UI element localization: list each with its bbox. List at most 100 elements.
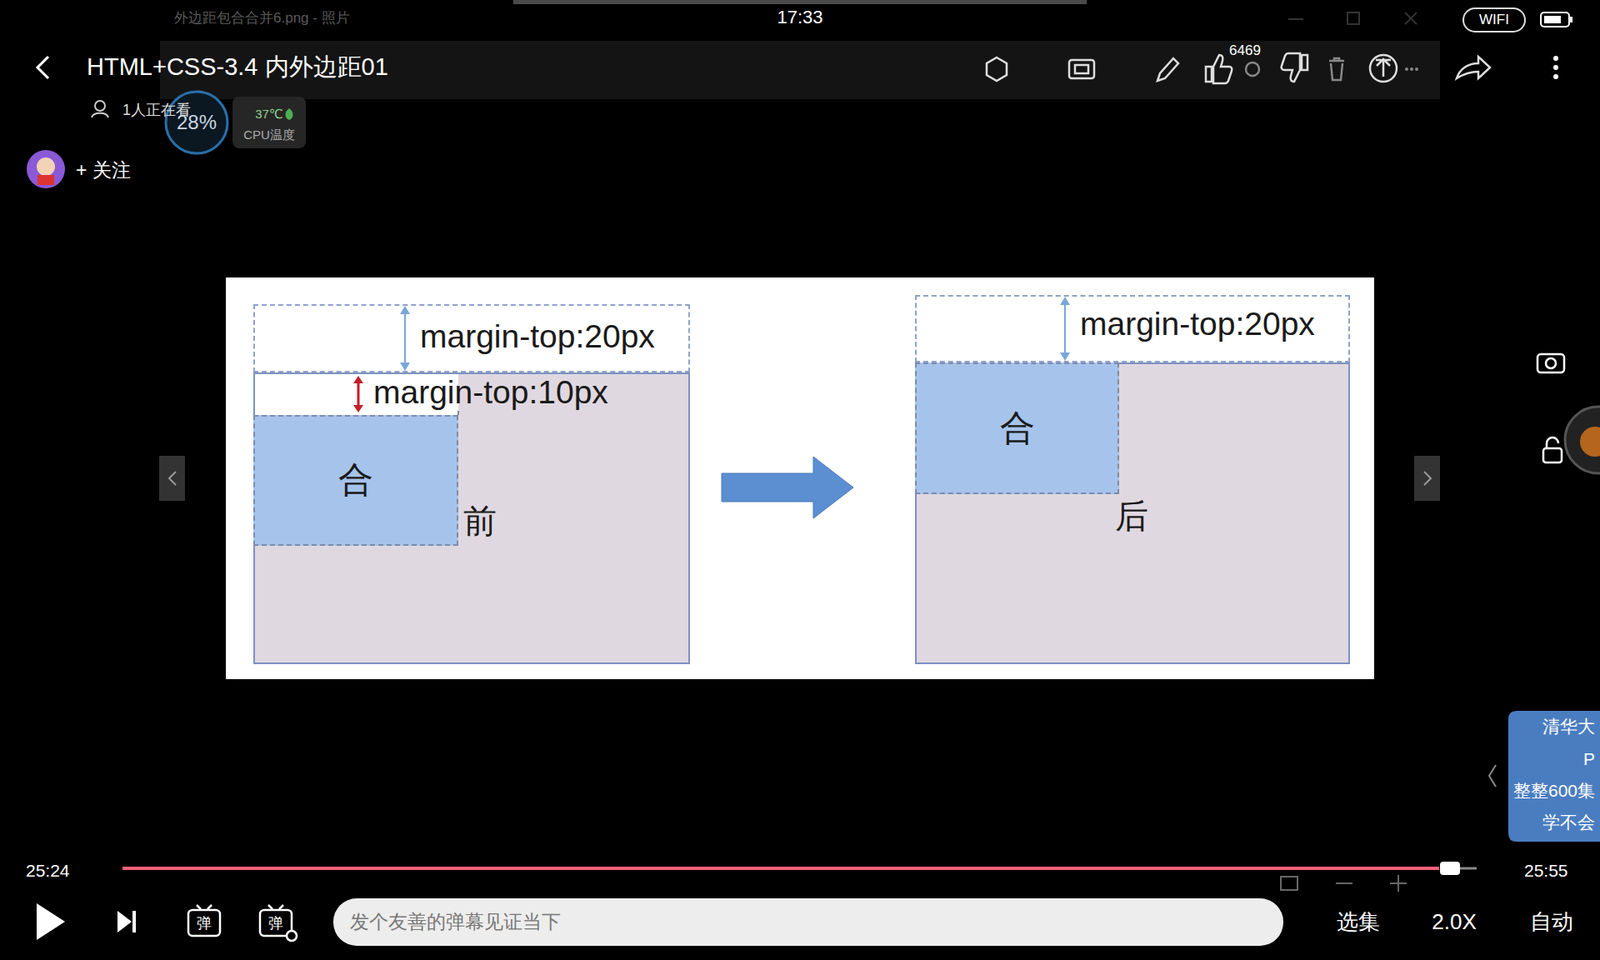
cpu-temp-caption: CPU温度	[243, 127, 295, 142]
promo-text: P	[1583, 749, 1595, 770]
viewer-body	[91, 113, 109, 118]
state-label: 前	[463, 501, 497, 540]
danmaku-toggle	[188, 910, 220, 936]
child-margin-arrow	[353, 375, 364, 413]
arrow-head	[400, 362, 410, 371]
arrow-head	[1060, 352, 1070, 361]
margin-arrow-line	[1064, 299, 1066, 359]
promo-text: 学不会	[1542, 812, 1595, 833]
arrow-head	[353, 375, 364, 384]
parent-box: 后合	[915, 362, 1350, 665]
lock-shackle	[1546, 437, 1559, 449]
margin-area: margin-top:20px	[253, 304, 690, 373]
danmaku-icons	[188, 905, 297, 941]
viewer-head	[95, 100, 105, 111]
state-label: 后	[1115, 496, 1149, 535]
danmaku-settings	[260, 910, 292, 936]
more-dots	[1405, 67, 1419, 71]
screen-inner	[1075, 65, 1089, 74]
menu-dots	[1553, 55, 1559, 80]
margin-arrow	[1060, 296, 1070, 361]
current-time: 25:24	[25, 860, 70, 881]
fullscreen-icon	[1280, 876, 1298, 890]
dot	[1553, 65, 1559, 70]
arrow-head	[353, 405, 364, 413]
arrow-head	[400, 305, 410, 315]
camera-icon	[1537, 354, 1565, 373]
minus-icon	[1335, 882, 1353, 885]
margin-area: margin-top:20px	[915, 295, 1350, 363]
share-icon	[1456, 56, 1490, 79]
cpu-temp: 37℃	[255, 106, 284, 121]
input-placeholder: 发个友善的弹幕见证当下	[350, 910, 561, 933]
promo-text: 清华大	[1542, 716, 1595, 737]
cpu-gauge	[165, 91, 228, 154]
window-title: 外边距包合合并6.png - 照片	[174, 10, 350, 27]
avatar	[26, 150, 65, 189]
parent-fill	[915, 362, 1350, 665]
small-controls	[1280, 875, 1407, 892]
danmaku-icon-text: 弹	[196, 915, 212, 933]
minimize-icon	[1288, 18, 1304, 20]
pencil-icon	[1157, 58, 1179, 81]
child-label: 合	[338, 460, 374, 500]
wifi-label: WIFI	[1479, 11, 1510, 29]
like-icon	[1205, 55, 1232, 84]
margin-arrow	[400, 305, 410, 371]
play-button	[36, 903, 65, 940]
promo-panel	[1508, 710, 1600, 842]
dot	[1553, 55, 1559, 61]
camera-lens	[1545, 358, 1556, 369]
dot	[1410, 67, 1414, 71]
battery-level	[1544, 15, 1561, 24]
gear-icon	[286, 930, 297, 941]
danmaku-input	[333, 898, 1284, 946]
cpu-panel	[232, 96, 306, 149]
plus-icon	[1390, 875, 1407, 892]
clock: 17:33	[776, 6, 823, 28]
battery-tip	[1570, 16, 1573, 23]
coin-circle	[1370, 55, 1397, 82]
dot	[1415, 67, 1419, 71]
promo-text: 整整600集	[1513, 780, 1595, 801]
battery-icon	[1540, 12, 1570, 27]
quality-button: 自动	[1530, 910, 1574, 935]
next-nav	[1414, 455, 1440, 501]
floating-ball-core	[1580, 426, 1600, 457]
child-label: 合	[1000, 408, 1035, 449]
next-chevron	[1424, 471, 1431, 485]
side-icons	[1537, 354, 1565, 463]
video-title: HTML+CSS-3.4 内外边距01	[86, 53, 389, 81]
next-button	[117, 910, 132, 933]
parent-fill	[253, 372, 690, 665]
follow-button: + 关注	[75, 159, 131, 181]
coin-icon	[1245, 62, 1260, 76]
lock-icon	[1543, 448, 1562, 463]
speed-button: 2.0X	[1431, 910, 1477, 935]
leaf-icon	[285, 108, 294, 120]
arrow-head	[1060, 296, 1070, 305]
margin-arrow-line	[404, 308, 406, 369]
wifi-pill	[1463, 8, 1525, 32]
progress-knob	[1440, 861, 1460, 875]
margin-label: margin-top:20px	[420, 318, 655, 356]
coin-arrow	[1375, 59, 1391, 77]
avatar-body	[37, 175, 55, 185]
cpu-usage: 28%	[176, 110, 217, 135]
total-time: 25:55	[1524, 860, 1569, 881]
trash-icon	[1329, 58, 1345, 80]
margin-label: margin-top:20px	[1080, 305, 1315, 344]
back-arrow	[37, 56, 49, 79]
avatar-face	[36, 157, 55, 176]
child-box: 合	[253, 415, 459, 546]
danmaku-icon-text: 弹	[268, 915, 284, 933]
dot	[1553, 74, 1559, 80]
like-count: 6469	[1229, 42, 1261, 60]
progress-rest	[1460, 867, 1477, 870]
block-arrow	[721, 456, 854, 519]
antenna	[268, 905, 284, 910]
slide	[225, 277, 1375, 680]
margin-arrow-line	[357, 380, 360, 408]
